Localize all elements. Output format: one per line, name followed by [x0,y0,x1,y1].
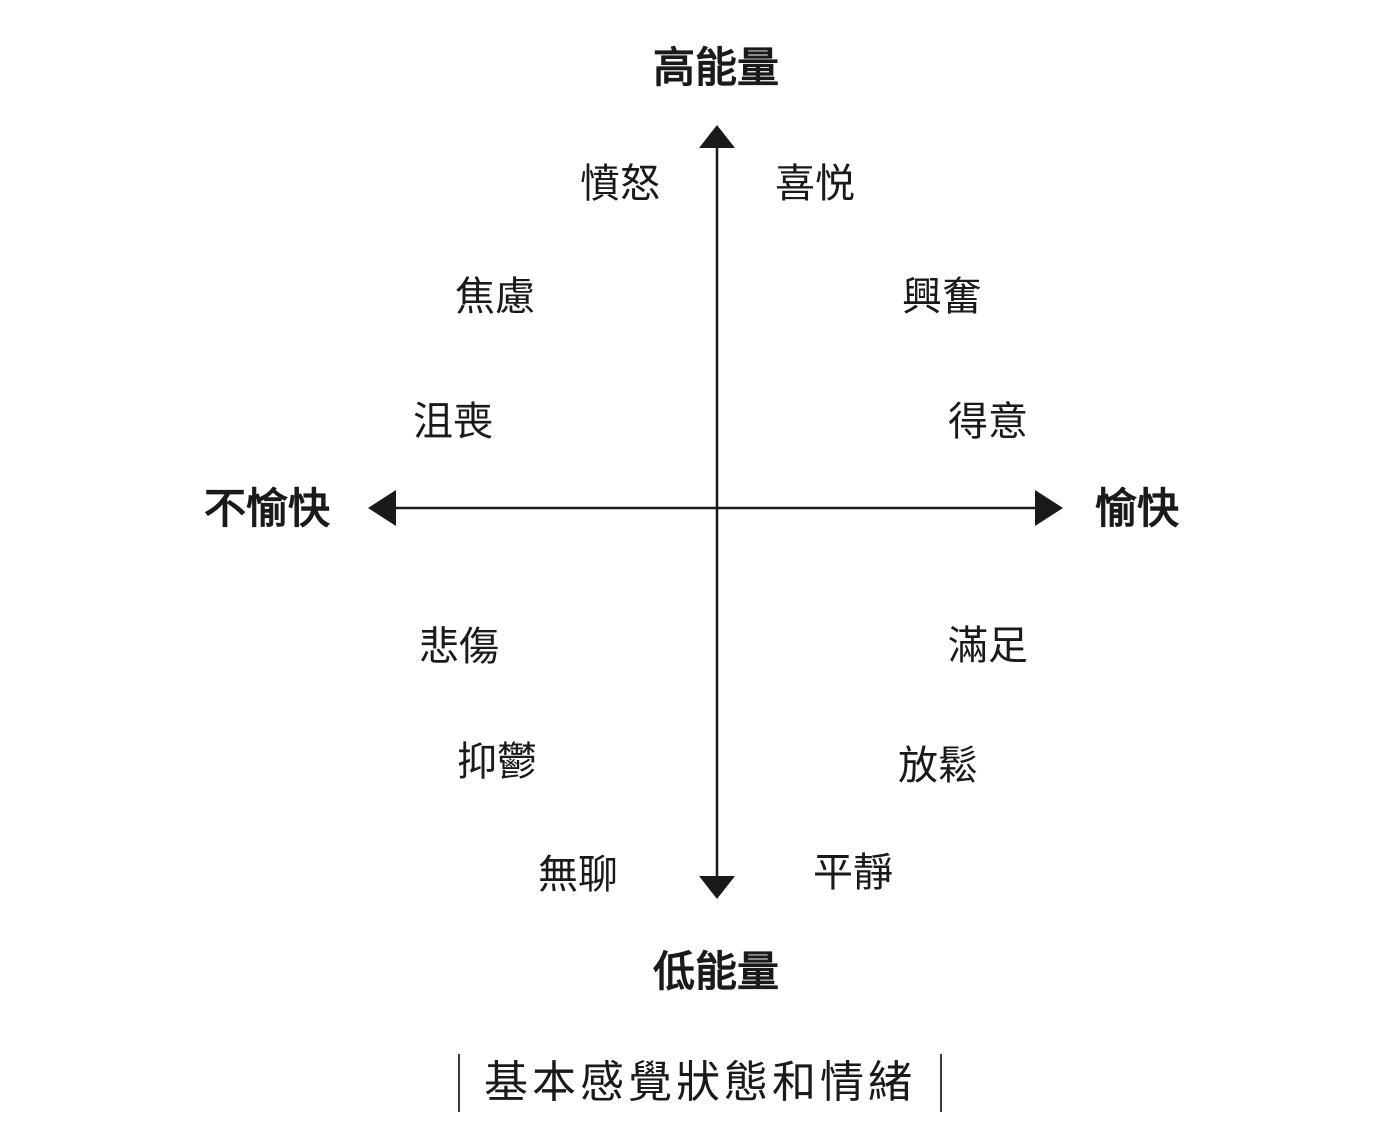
axis-label-high-energy: 高能量 [652,44,780,91]
arrow-right-icon [1035,490,1063,526]
arrow-left-icon [368,490,396,526]
emotion-label-excitement: 興奮 [902,275,982,319]
diagram-caption: 基本感覺狀態和情緒 [458,1054,942,1112]
emotion-label-calm: 平靜 [813,851,893,895]
emotion-label-pride: 得意 [948,400,1028,444]
axis-label-unpleasant: 不愉快 [203,485,331,532]
arrow-down-icon [699,876,735,899]
arrow-up-icon [699,125,735,148]
emotion-label-dejection: 沮喪 [413,400,493,444]
emotion-label-relaxation: 放鬆 [898,744,978,788]
caption-bar-right [940,1054,942,1112]
emotion-label-sadness: 悲傷 [419,625,499,669]
emotion-label-anxiety: 焦慮 [455,275,535,319]
caption-bar-left [458,1054,460,1112]
emotion-label-joy: 喜悦 [775,162,855,206]
emotion-label-anger: 憤怒 [580,162,660,206]
axis-label-pleasant: 愉快 [1094,485,1180,532]
emotion-label-contentment: 滿足 [948,624,1028,668]
emotion-label-boredom: 無聊 [538,853,618,897]
caption-text: 基本感覺狀態和情緒 [484,1058,916,1107]
axis-label-low-energy: 低能量 [652,948,780,995]
emotion-label-depression: 抑鬱 [457,740,537,784]
